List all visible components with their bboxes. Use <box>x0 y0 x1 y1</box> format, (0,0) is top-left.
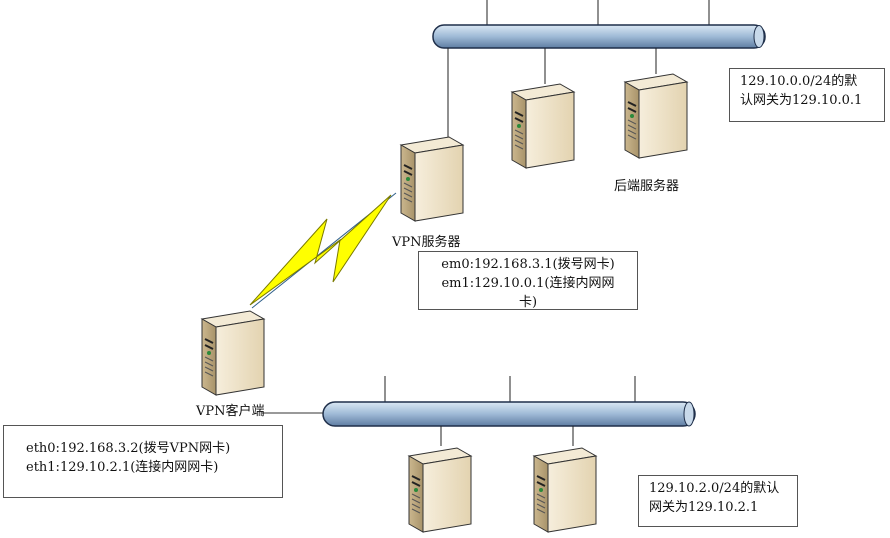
vpn-server-icon <box>399 135 465 223</box>
vpn-server-nic-note: em0:192.168.3.1(拨号网卡) em1:129.10.0.1(连接内… <box>418 251 638 310</box>
note-line: eth1:129.10.2.1(连接内网网卡) <box>26 460 219 475</box>
backend-server-2-icon <box>623 72 689 160</box>
vpn-client-icon <box>200 309 266 397</box>
backend-servers-label: 后端服务器 <box>614 179 680 194</box>
note-line: eth0:192.168.3.2(拨号VPN网卡) <box>26 441 231 456</box>
note-line: em1:129.10.0.1(连接内网网 <box>441 276 615 291</box>
upper-network-bus <box>432 0 766 49</box>
note-line: 网关为129.10.2.1 <box>649 500 759 515</box>
upper-gateway-note: 129.10.0.0/24的默 认网关为129.10.0.1 <box>729 68 885 122</box>
note-line: 129.10.2.0/24的默认 <box>649 481 780 496</box>
vpn-server-label: VPN服务器 <box>392 235 461 250</box>
note-line: 129.10.0.0/24的默 <box>740 74 858 89</box>
lightning-bolt-icon <box>249 194 392 306</box>
note-line: em0:192.168.3.1(拨号网卡) <box>441 257 615 272</box>
backend-server-1-icon <box>510 82 576 170</box>
note-line: 认网关为129.10.0.1 <box>740 93 863 108</box>
vpn-client-nic-note: eth0:192.168.3.2(拨号VPN网卡) eth1:129.10.2.… <box>3 425 283 498</box>
lower-network-bus <box>322 376 696 427</box>
lower-server-1-icon <box>407 446 473 534</box>
note-line: 卡) <box>518 295 538 310</box>
lower-gateway-note: 129.10.2.0/24的默认 网关为129.10.2.1 <box>638 475 798 527</box>
vpn-client-label: VPN客户端 <box>196 404 265 419</box>
lower-server-2-icon <box>532 446 598 534</box>
